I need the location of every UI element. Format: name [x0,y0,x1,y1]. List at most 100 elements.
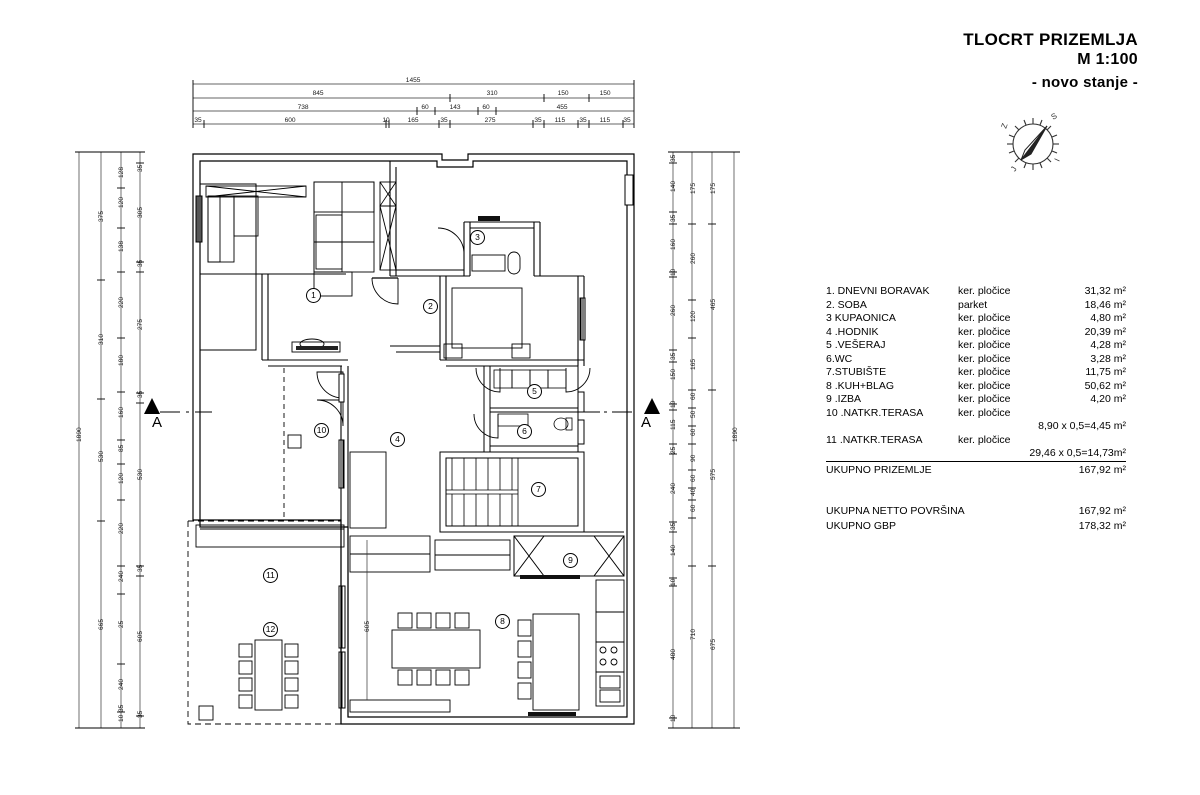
room-area: 4,28 m² [1090,339,1126,351]
plan-geometry [187,153,635,725]
dim-right-c2-0: 175 [690,182,697,194]
dim-left-c3-6: 85 [118,444,125,452]
dim-left-c2-1: 310 [98,333,105,345]
dim-right-c1-4: 10 [670,268,677,276]
total-label: UKUPNO GBP [826,519,897,532]
pantry-door-threshold [520,575,580,579]
dim-top-r4-4: 35 [440,117,448,124]
room-name: 5 .VEŠERAJ [826,339,886,351]
dim-left-c3-11: 240 [118,678,125,690]
kitchen-fixtures [349,539,625,713]
room-number-12: 12 [263,622,278,637]
dim-right-c1-14: 10 [670,578,677,586]
room-number-7: 7 [531,482,546,497]
room-number-10: 10 [314,423,329,438]
room-area-sub: 8,90 x 0,5=4,45 m² [1038,420,1126,432]
dim-top-r3-4: 455 [556,104,568,111]
bathroom-fixtures [471,251,521,275]
dim-top-r4-2: 10 [382,117,390,124]
dim-left-c2-0: 375 [98,210,105,222]
dim-top-r4-9: 115 [599,117,611,124]
dim-left-c3-4: 180 [118,354,125,366]
dim-right-c1-11: 240 [670,482,677,494]
room-number-8: 8 [495,614,510,629]
room-schedule-row: 29,46 x 0,5=14,73m² [826,447,1126,461]
compass-label-i: I [1053,157,1062,163]
drawing-scale: M 1:100 [1077,51,1138,68]
room-number-4: 4 [390,432,405,447]
room-area-sub: 29,46 x 0,5=14,73m² [1029,447,1126,459]
dim-right-c2-2: 120 [690,310,697,322]
windows [195,174,634,709]
dim-right-c2-3: 165 [690,358,697,370]
room-finish: ker. pločice [958,285,1011,297]
room-name: 8 .KUH+BLAG [826,379,894,392]
room-finish: parket [958,298,988,311]
dim-right-c1-5: 260 [670,304,677,316]
dim-top-r2-1: 310 [486,90,498,97]
room-finish: ker. pločice [958,325,1011,338]
dim-left-c3-2: 138 [118,240,125,252]
living-room-walls [200,183,346,351]
top-dimension-lines [193,83,634,125]
total-row: UKUPNA NETTO POVRŠINA 167,92 m² [826,504,1126,519]
dim-left-c3-5: 160 [118,406,125,418]
terrace-pergola [195,524,345,548]
dim-top-r4-1: 600 [284,117,296,124]
room-number-5: 5 [527,384,542,399]
room-area: 18,46 m² [1084,298,1126,311]
left-dimension-lines [78,152,141,728]
room-number-6: 6 [517,424,532,439]
drawing-title: TLOCRT PRIZEMLJA [963,30,1138,49]
dim-left-c4-0: 35 [137,164,144,172]
drawing-state: - novo stanje - [1031,74,1138,91]
dim-left-c3-10: 25 [118,620,125,628]
dim-right-c1-3: 160 [670,238,677,250]
dim-right-c1-10: 25 [670,446,677,454]
room-name: 2. SOBA [826,298,867,311]
room-finish: ker. pločice [958,366,1011,378]
dim-left-c4-4: 35 [137,390,144,398]
service-rooms [483,365,579,453]
outdoor-dining-set [238,639,299,711]
door-swings [316,227,591,439]
dim-right-c1-7: 150 [670,368,677,380]
room-name: 4 .HODNIK [826,325,879,338]
dim-right-c3-1: 465 [710,298,717,310]
island-stools [517,619,532,700]
dim-left-c3-0: 128 [118,166,125,178]
dim-top-r2-3: 150 [599,90,611,97]
dim-right-c2-6: 60 [690,428,697,436]
section-marker-right [584,398,660,414]
dim-right-c1-2: 35 [670,214,677,222]
dim-top-r4-6: 35 [534,117,542,124]
room-schedule-row: 8,90 x 0,5=4,45 m² [826,420,1126,434]
dim-top-r3-3: 60 [482,104,490,111]
dim-top-r3-1: 60 [421,104,429,111]
total-label: UKUPNA NETTO POVRŠINA [826,504,965,517]
room-finish: ker. pločice [958,312,1011,324]
dim-right-c1-8: 10 [670,400,677,408]
room-name: 1. DNEVNI BORAVAK [826,285,930,297]
terrace-11-column [198,705,214,721]
total-value: 167,92 m² [1078,504,1126,517]
top-dimension-ticks [192,80,635,128]
interior-walls [261,161,585,724]
section-letter-right: A [641,414,652,431]
room-area: 4,20 m² [1090,393,1126,405]
room-area: 3,28 m² [1090,352,1126,365]
dim-right-c2-9: 40 [690,488,697,496]
dim-left-c4-1: 305 [137,206,144,218]
